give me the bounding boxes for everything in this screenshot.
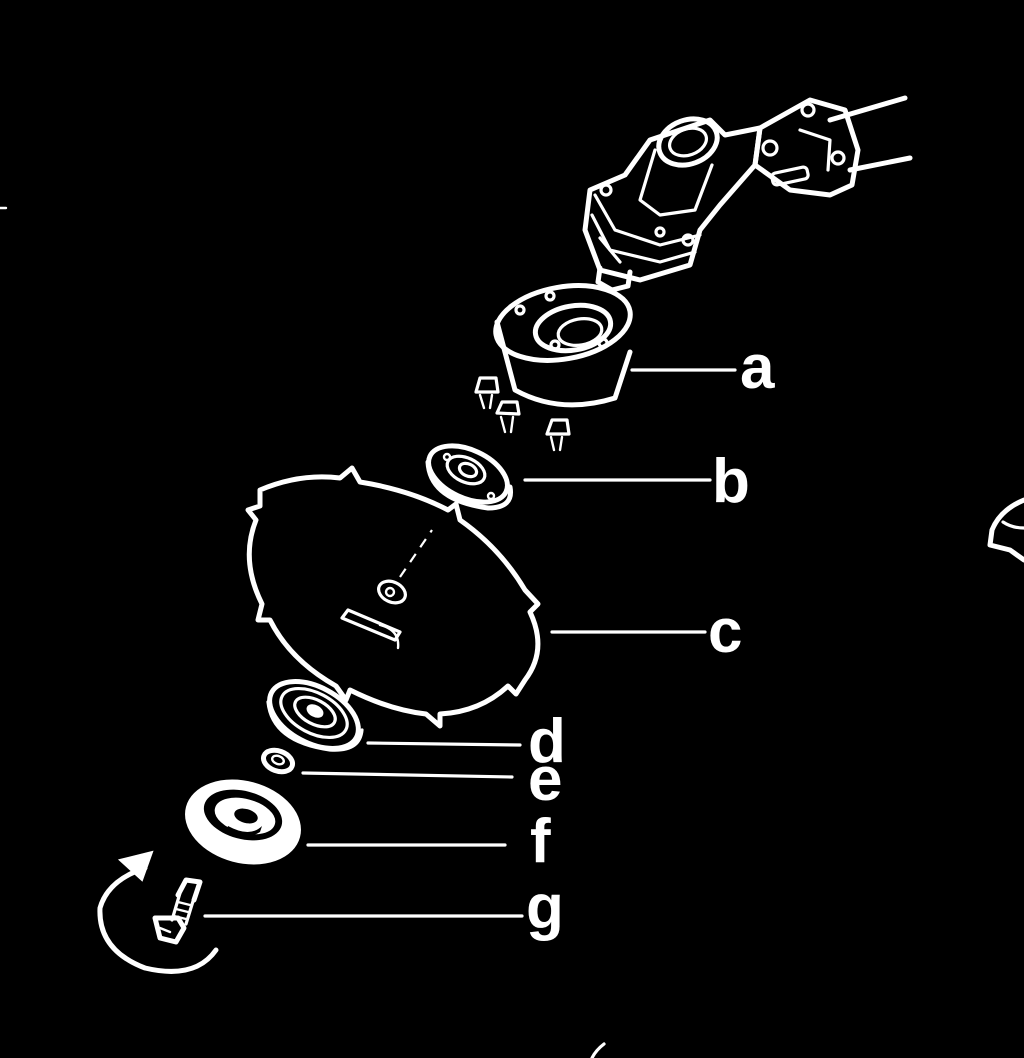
part-a-clamp-collar [493, 283, 633, 408]
label-d: d [528, 707, 566, 776]
part-c-cutting-blade [245, 465, 541, 729]
collar-screws [474, 376, 571, 452]
label-a: a [740, 333, 775, 402]
part-g-mounting-bolt [152, 877, 203, 945]
stray-marks [0, 206, 606, 1058]
label-c: c [708, 597, 742, 666]
counterclockwise-arrow-icon [97, 850, 219, 974]
part-e-spacer-washer [260, 747, 296, 775]
part-f-protective-cup [185, 779, 301, 865]
leader-line-e [301, 771, 514, 779]
part-labels: a b c d e f g [526, 333, 775, 942]
label-f: f [530, 807, 551, 876]
part-b-upper-flange [425, 443, 514, 511]
leader-line-d [366, 741, 522, 747]
label-b: b [712, 447, 750, 516]
shaft-and-gear-head [582, 95, 913, 293]
label-e: e [528, 745, 562, 814]
label-g: g [526, 873, 564, 942]
leader-lines [203, 368, 737, 918]
partial-guard-edge [987, 497, 1024, 563]
part-d-lower-flange [266, 679, 364, 752]
